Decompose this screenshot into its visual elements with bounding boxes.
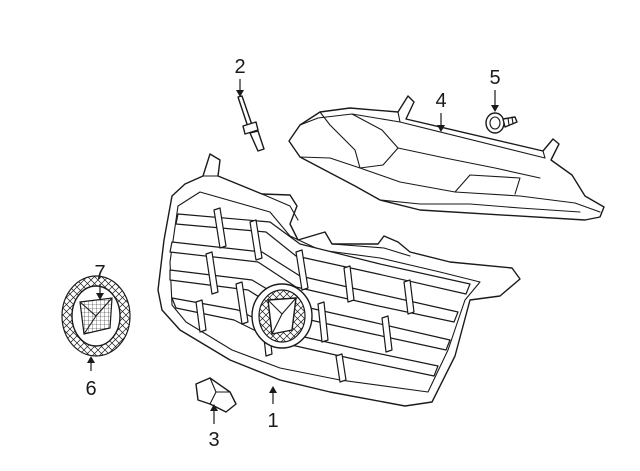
arrow-head: [87, 356, 95, 363]
callout-2: 2: [234, 56, 245, 78]
callout-1: 1: [267, 410, 278, 432]
arrow-head: [491, 105, 499, 112]
callout-5: 5: [489, 67, 500, 89]
bolt-fastener: [485, 112, 518, 134]
callout-7: 7: [94, 262, 105, 284]
callout-labels: 2 4 5 7 6 1 3: [85, 56, 500, 451]
callout-3: 3: [208, 429, 219, 451]
arrow-head: [269, 386, 277, 393]
arrow-head: [96, 293, 104, 300]
callout-6: 6: [85, 378, 96, 400]
callout-4: 4: [435, 90, 446, 112]
molding-clip: [195, 377, 237, 413]
push-pin-retainer: [237, 95, 265, 152]
emblem-insert: [79, 297, 113, 335]
arrow-head: [437, 125, 445, 132]
arrow-head: [210, 404, 218, 411]
upper-cover-panel: [288, 95, 605, 221]
arrow-head: [236, 90, 244, 97]
leader-lines: [87, 79, 499, 424]
grille: [157, 153, 521, 407]
